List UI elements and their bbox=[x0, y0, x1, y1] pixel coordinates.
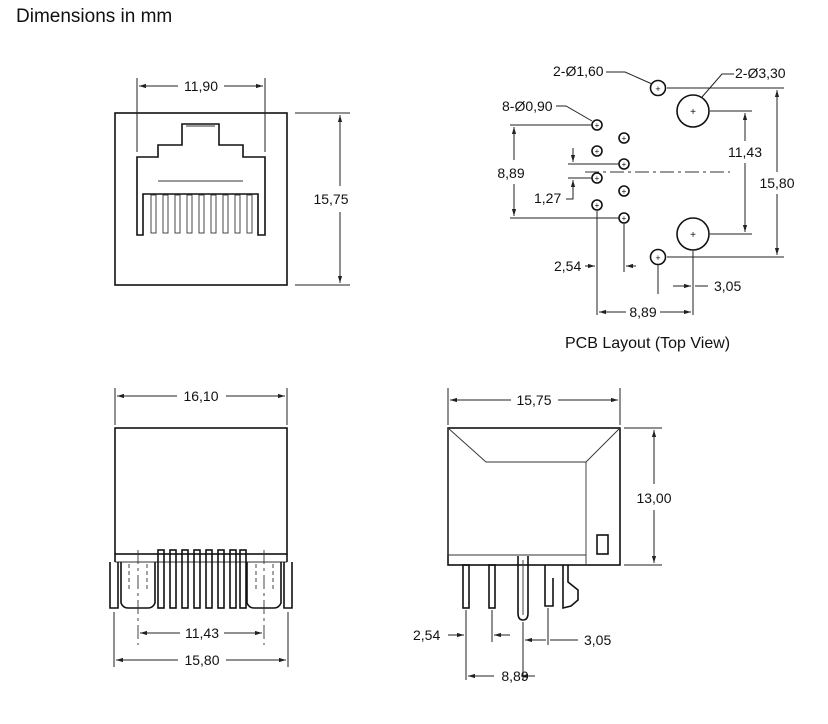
pcb-layout: + + + + + + + + + + bbox=[497, 63, 794, 352]
svg-text:+: + bbox=[595, 201, 600, 210]
dim-horizontal-span: 8,89 bbox=[629, 304, 656, 320]
svg-text:+: + bbox=[622, 160, 627, 169]
dim-side-height: 13,00 bbox=[636, 490, 671, 506]
svg-text:+: + bbox=[655, 84, 660, 94]
led-window bbox=[596, 534, 609, 555]
page-title: Dimensions in mm bbox=[16, 6, 173, 27]
front-body-outline bbox=[114, 112, 288, 286]
bottom-pins bbox=[157, 549, 247, 609]
side-taper-top bbox=[447, 427, 621, 463]
dim-side-row-spacing: 2,54 bbox=[413, 627, 440, 643]
shield-tab-left bbox=[109, 562, 119, 609]
dim-opening-width: 11,90 bbox=[184, 78, 218, 94]
pin bbox=[157, 549, 165, 609]
front-contact bbox=[222, 194, 229, 234]
dim-pin-pitch: 1,27 bbox=[534, 190, 561, 206]
svg-text:+: + bbox=[690, 230, 696, 241]
side-view: 15,75 13,00 2,54 3,05 8,89 bbox=[413, 388, 672, 684]
front-contact bbox=[186, 194, 193, 234]
pin-holes: + + + + + + + + bbox=[591, 119, 630, 224]
side-body-outline bbox=[447, 427, 621, 566]
svg-text:+: + bbox=[595, 174, 600, 183]
pin bbox=[229, 549, 237, 609]
dim-side-span: 8,89 bbox=[501, 668, 528, 684]
front-contact bbox=[198, 194, 205, 234]
dim-row-spacing: 2,54 bbox=[554, 258, 581, 274]
dim-large-hole-offset: 3,05 bbox=[714, 278, 741, 294]
large-hole bbox=[676, 94, 710, 128]
pin bbox=[169, 549, 177, 609]
pin-hole bbox=[591, 145, 603, 157]
dim-overall-width: 15,80 bbox=[184, 652, 219, 668]
svg-text:+: + bbox=[655, 253, 660, 263]
large-hole bbox=[676, 217, 710, 251]
side-clip bbox=[544, 565, 554, 607]
dim-small-hole-spacing: 15,80 bbox=[759, 175, 794, 191]
label-pin-holes: 8-Ø0,90 bbox=[502, 98, 553, 114]
front-view: 11,90 15,75 bbox=[114, 78, 350, 286]
pin-hole bbox=[591, 199, 603, 211]
svg-text:+: + bbox=[622, 134, 627, 143]
small-hole bbox=[649, 248, 667, 266]
label-small-holes: 2-Ø1,60 bbox=[553, 63, 604, 79]
side-peg bbox=[517, 556, 529, 621]
side-latch bbox=[562, 565, 579, 610]
svg-text:+: + bbox=[690, 107, 696, 118]
rj45-opening-outline bbox=[136, 123, 266, 236]
dim-side-depth: 15,75 bbox=[516, 392, 551, 408]
side-pin bbox=[462, 564, 470, 609]
label-large-holes: 2-Ø3,30 bbox=[735, 65, 786, 81]
front-contact bbox=[210, 194, 217, 234]
front-contact bbox=[246, 194, 253, 234]
side-pin bbox=[488, 564, 496, 609]
pin-hole bbox=[618, 132, 630, 144]
front-contact bbox=[234, 194, 241, 234]
svg-text:+: + bbox=[595, 121, 600, 130]
pcb-layout-caption: PCB Layout (Top View) bbox=[565, 335, 730, 352]
dim-body-width: 16,10 bbox=[183, 388, 218, 404]
pin bbox=[193, 549, 201, 609]
shield-tab-right bbox=[283, 562, 293, 609]
bottom-body-outline bbox=[114, 427, 288, 555]
pin bbox=[239, 549, 247, 609]
dim-peg-offset: 3,05 bbox=[584, 632, 611, 648]
front-contact bbox=[162, 194, 169, 234]
dim-peg-spacing: 11,43 bbox=[185, 625, 219, 641]
front-contacts bbox=[150, 194, 253, 234]
dim-pin-span: 8,89 bbox=[497, 165, 524, 181]
pin bbox=[205, 549, 213, 609]
dim-front-height: 15,75 bbox=[313, 191, 348, 207]
bottom-view: 16,10 11,43 15,80 bbox=[109, 388, 293, 668]
svg-text:+: + bbox=[595, 147, 600, 156]
pin bbox=[181, 549, 189, 609]
svg-text:+: + bbox=[622, 187, 627, 196]
pin-hole bbox=[618, 185, 630, 197]
small-hole bbox=[649, 79, 667, 97]
front-contact bbox=[174, 194, 181, 234]
dim-large-hole-spacing: 11,43 bbox=[728, 144, 762, 160]
pin bbox=[217, 549, 225, 609]
svg-text:+: + bbox=[622, 214, 627, 223]
front-contact bbox=[150, 194, 157, 234]
